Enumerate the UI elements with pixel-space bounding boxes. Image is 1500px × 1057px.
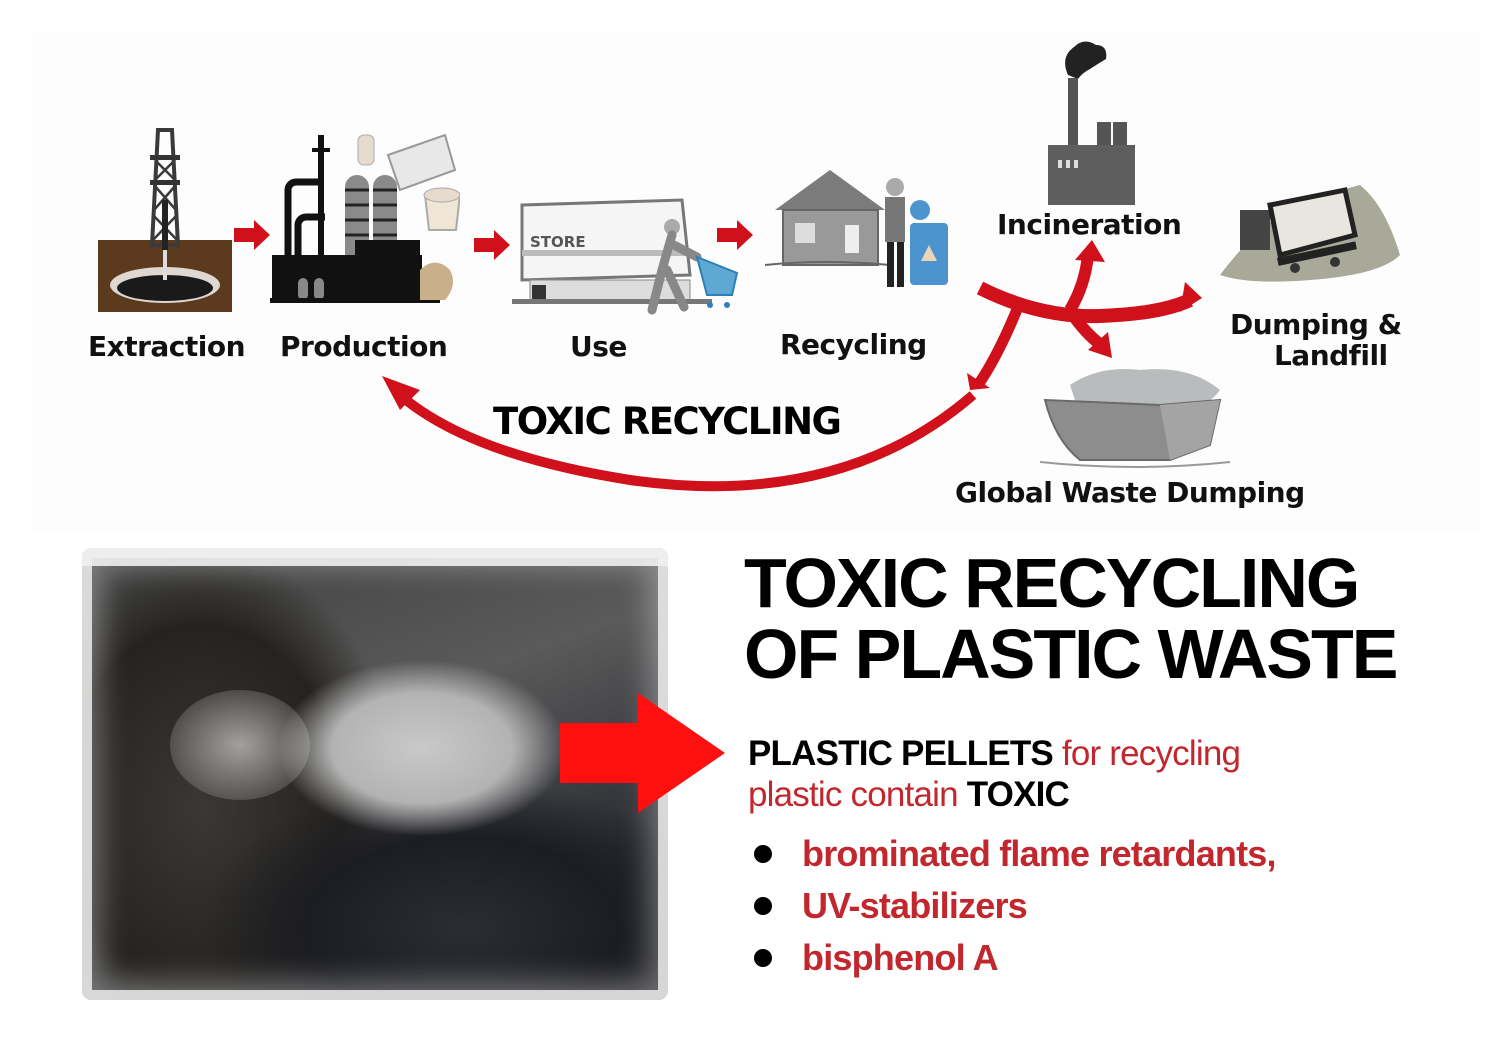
factory-icon xyxy=(270,133,460,303)
main-headline: TOXIC RECYCLING OF PLASTIC WASTE xyxy=(744,544,1398,694)
substance-text: UV-stabilizers xyxy=(802,885,1028,926)
description-red-part1: for recycling xyxy=(1052,734,1241,773)
arrow-head-to-production xyxy=(382,376,420,410)
toxic-recycling-loop-label: TOXIC RECYCLING xyxy=(493,400,842,443)
stage-label-extraction: Extraction xyxy=(88,330,246,363)
incinerator-icon xyxy=(1048,41,1135,205)
description-bold-tail: TOXIC xyxy=(966,775,1070,815)
waste-branch-arrows xyxy=(382,240,1202,492)
stage-label-recycling: Recycling xyxy=(780,328,927,361)
substance-text: brominated flame retardants, xyxy=(802,833,1277,874)
house-recycle-bin-icon xyxy=(765,170,948,287)
landfill-label-line1: Dumping & xyxy=(1230,308,1402,341)
headline-line2: OF PLASTIC WASTE xyxy=(744,615,1398,694)
bullet-icon xyxy=(754,949,772,967)
arrow-head-incineration xyxy=(1075,240,1105,262)
flow-arrow-use-to-recycling xyxy=(717,220,753,250)
description-bold-lead: PLASTIC PELLETS xyxy=(748,734,1054,773)
bullet-icon xyxy=(754,897,772,915)
svg-text:STORE: STORE xyxy=(530,233,586,251)
toxic-substances-list: brominated flame retardants, UV-stabiliz… xyxy=(748,828,1277,984)
arrow-head-global-dumping xyxy=(1088,332,1112,358)
flow-arrow-production-to-use xyxy=(474,230,510,260)
arrow-to-landfill xyxy=(976,281,1193,324)
stage-label-use: Use xyxy=(570,330,627,363)
oil-derrick-icon xyxy=(98,128,232,312)
list-item: bisphenol A xyxy=(748,932,1276,984)
arrow-to-incineration xyxy=(1064,254,1094,314)
description-text: PLASTIC PELLETS for recycling plastic co… xyxy=(748,733,1241,816)
landfill-icon xyxy=(1220,185,1400,282)
landfill-label-line2: Landfill xyxy=(1273,338,1388,372)
arrow-head-toxic-loop xyxy=(967,373,990,390)
bag-seal xyxy=(82,548,668,566)
bullet-icon xyxy=(754,845,772,863)
outcome-label-landfill: Dumping & Landfill xyxy=(1230,308,1402,372)
store-shopper-icon: STORE xyxy=(512,198,739,315)
arrow-head-landfill xyxy=(1180,282,1202,312)
list-item: UV-stabilizers xyxy=(748,880,1276,932)
outcome-label-global-waste-dumping: Global Waste Dumping xyxy=(955,476,1305,509)
outcome-label-incineration: Incineration xyxy=(997,208,1182,241)
toxic-recycling-loop-arrow xyxy=(396,391,977,492)
list-item: brominated flame retardants, xyxy=(748,828,1277,880)
bag-shine xyxy=(170,690,310,800)
flow-arrow-extraction-to-production xyxy=(234,220,270,250)
stage-label-production: Production xyxy=(280,330,448,363)
big-red-arrow-icon xyxy=(560,693,725,813)
headline-line1: TOXIC RECYCLING xyxy=(744,544,1360,622)
substance-text: bisphenol A xyxy=(802,937,999,978)
arrow-to-toxic-loop xyxy=(975,299,1026,386)
description-red-part2: plastic contain xyxy=(748,775,967,815)
cargo-ship-icon xyxy=(1040,369,1230,468)
